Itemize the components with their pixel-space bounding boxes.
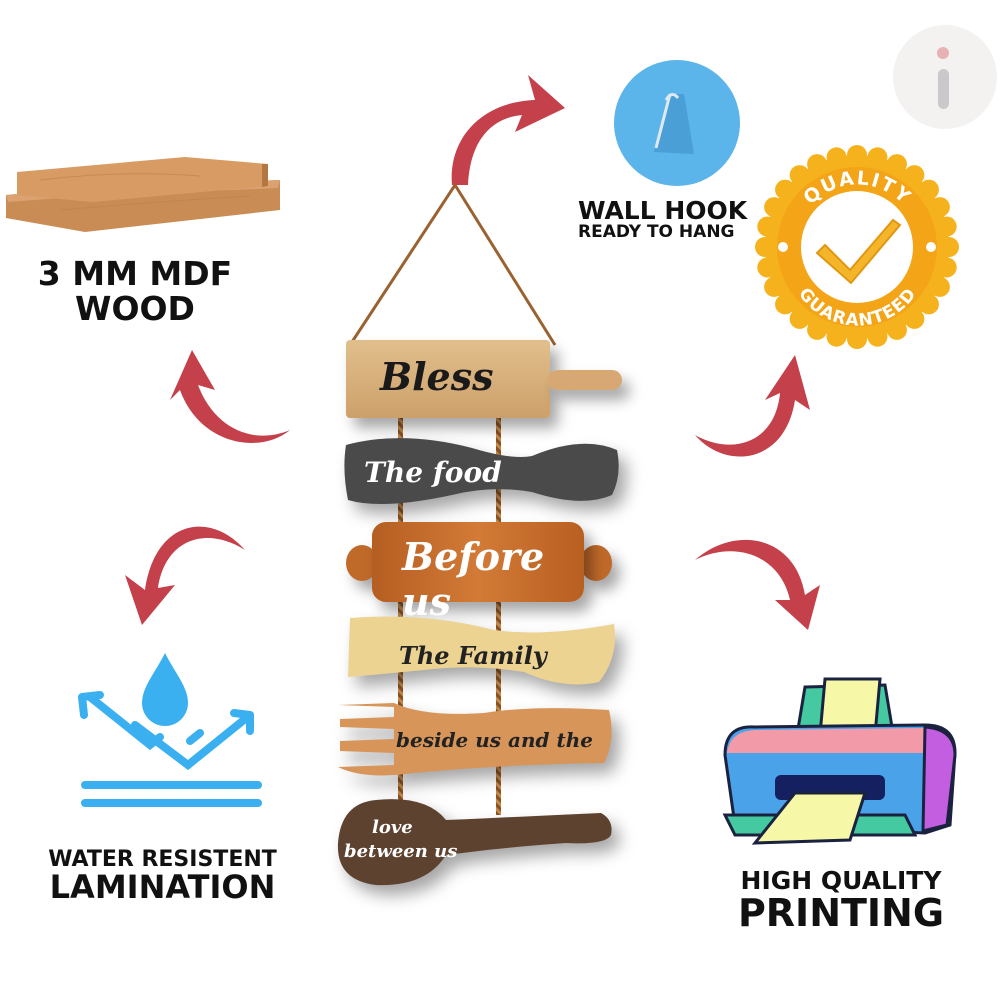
sign-before-us-text: Before us xyxy=(402,534,545,624)
badge-scallop xyxy=(918,179,939,200)
badge-scallop xyxy=(764,197,785,218)
badge-scallop xyxy=(826,326,847,347)
water-line1: WATER RESISTENT xyxy=(48,847,277,872)
sign-love: love between us xyxy=(337,799,612,886)
mdf-label: 3 MM MDF WOOD xyxy=(20,254,250,328)
wall-hook-label: WALL HOOK READY TO HANG xyxy=(578,196,758,243)
badge-scallop xyxy=(929,197,950,218)
sign-the-family: The Family xyxy=(348,616,615,685)
hanging-rope xyxy=(348,182,557,346)
logo-stem xyxy=(938,69,949,109)
hook-glyph xyxy=(654,93,694,154)
printer-icon xyxy=(722,677,957,845)
badge-scallop xyxy=(757,257,778,278)
rope-right xyxy=(496,395,501,815)
check-mark xyxy=(815,218,902,285)
sign-the-food: The food xyxy=(344,438,619,504)
sign-before-us: Before us xyxy=(372,522,584,624)
badge-scallop xyxy=(807,154,828,175)
sign-beside-us: beside us and the xyxy=(338,703,612,776)
brand-logo xyxy=(893,25,997,129)
badge-scallop xyxy=(867,326,888,347)
sign-beside-us-text: beside us and the xyxy=(396,728,593,752)
printing-line1: HIGH QUALITY xyxy=(740,866,942,895)
water-drop-icon xyxy=(78,653,262,807)
sign-before-us-knob-right xyxy=(580,545,612,581)
water-label: WATER RESISTENT LAMINATION xyxy=(30,848,295,905)
badge-scallop xyxy=(886,319,907,340)
mdf-line1: 3 MM MDF xyxy=(37,254,233,293)
badge-scallop xyxy=(807,319,828,340)
wood-planks-icon xyxy=(6,157,280,232)
badge-scallop xyxy=(867,147,888,168)
badge-scallop xyxy=(755,237,775,257)
arrow-right-up xyxy=(695,355,810,457)
badge-scallop xyxy=(918,294,939,315)
badge-scallop xyxy=(789,308,810,329)
mdf-line2: WOOD xyxy=(75,288,195,328)
badge-scallop xyxy=(775,179,796,200)
arrow-right-down xyxy=(695,539,820,630)
badge-scallop xyxy=(904,165,925,186)
badge-scallop xyxy=(757,216,778,237)
arrow-top xyxy=(451,75,565,185)
badge-scallop xyxy=(764,276,785,297)
sign-bless: Bless xyxy=(346,340,550,418)
wall-hook-title: WALL HOOK xyxy=(578,196,748,225)
badge-scallop xyxy=(826,147,847,168)
badge-scallop xyxy=(775,294,796,315)
sign-love-text2: between us xyxy=(344,841,457,862)
printing-line2: PRINTING xyxy=(737,891,945,936)
badge-scallop xyxy=(929,276,950,297)
sign-the-food-text: The food xyxy=(364,456,502,489)
badge-scallop xyxy=(936,216,957,237)
arrow-left-down xyxy=(125,526,245,625)
logo-dot xyxy=(937,47,949,59)
badge-scallop xyxy=(847,145,867,165)
wall-hook-subtitle: READY TO HANG xyxy=(578,222,735,243)
arrow-left-up xyxy=(170,350,290,443)
badge-scallop xyxy=(939,237,959,257)
badge-scallop xyxy=(936,257,957,278)
badge-scallop xyxy=(886,154,907,175)
wall-hook-icon xyxy=(614,60,740,186)
sign-the-family-text: The Family xyxy=(399,641,549,670)
quality-badge-icon: QUALITY GUARANTEED xyxy=(755,145,959,349)
rope-left xyxy=(398,395,403,815)
sign-bless-handle xyxy=(548,370,622,390)
badge-scallop xyxy=(904,308,925,329)
badge-scallop xyxy=(847,329,867,349)
sign-bless-text: Bless xyxy=(380,354,494,399)
badge-scallop xyxy=(789,165,810,186)
water-line2: LAMINATION xyxy=(49,868,276,907)
printing-label: HIGH QUALITY PRINTING xyxy=(712,866,970,936)
sign-love-text: love xyxy=(372,817,413,838)
